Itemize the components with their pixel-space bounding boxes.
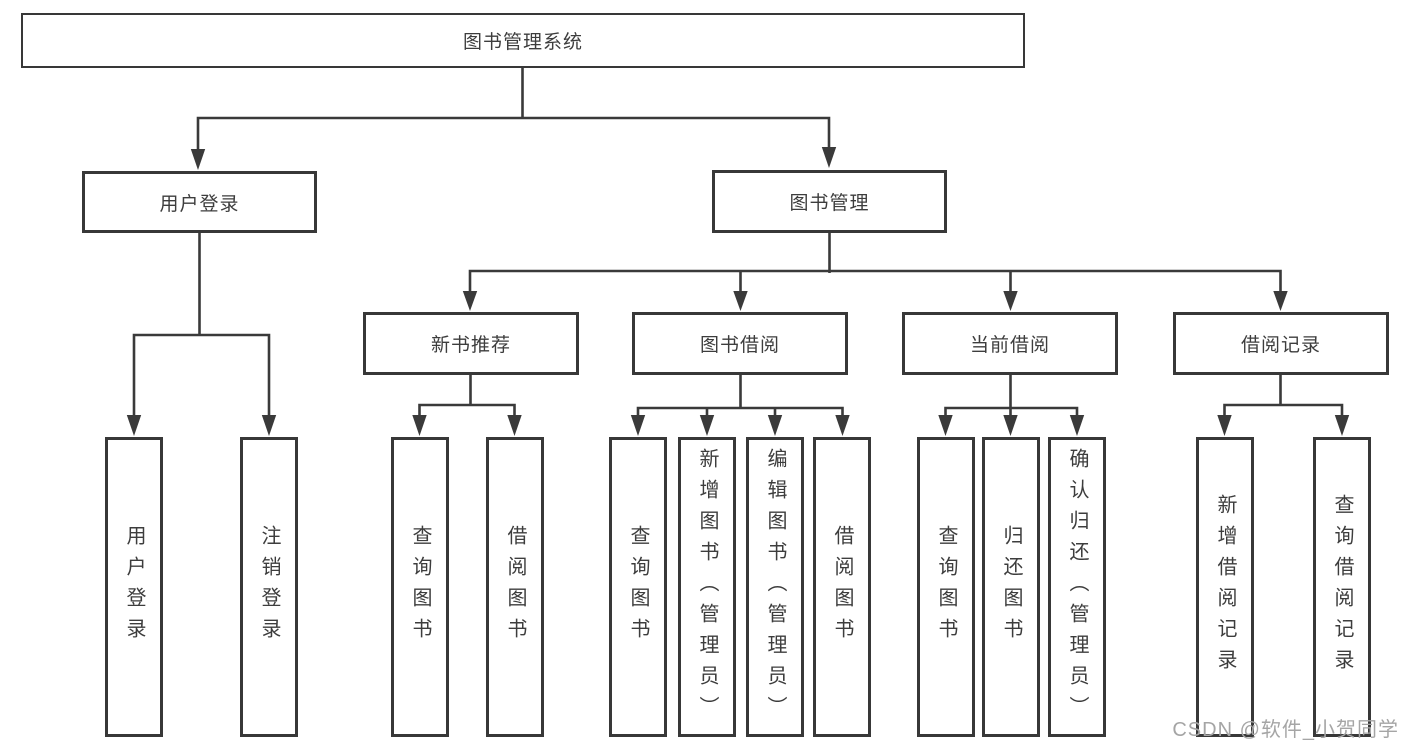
connector-book-borrow-to-leaves [630,373,850,436]
leaf-return-books: 归还图书 [982,437,1040,737]
node-borrow-record: 借阅记录 [1173,312,1389,375]
leaf-query-books-recommend: 查询图书 [391,437,449,737]
connector-borrow-record-to-leaves [1217,372,1350,436]
node-book-management: 图书管理 [712,170,947,233]
leaf-add-books-admin: 新增图书（管理员） [678,437,736,737]
connector-user-login-to-leaves [126,231,277,436]
leaf-query-books-current: 查询图书 [917,437,975,737]
leaf-confirm-return-admin: 确认归还（管理员） [1048,437,1106,737]
node-new-book-recommend: 新书推荐 [363,312,579,375]
leaf-user-login: 用户登录 [105,437,163,737]
leaf-edit-books-admin: 编辑图书（管理员） [746,437,804,737]
node-book-borrow: 图书借阅 [632,312,848,375]
leaf-logout: 注销登录 [240,437,298,737]
leaf-borrow-books-recommend: 借阅图书 [486,437,544,737]
node-root-system: 图书管理系统 [21,13,1025,68]
node-user-login: 用户登录 [82,171,317,233]
leaf-query-borrow-record: 查询借阅记录 [1313,437,1371,737]
connector-current-borrow-to-leaves [938,373,1085,436]
leaf-add-borrow-record: 新增借阅记录 [1196,437,1254,737]
leaf-query-books-borrow: 查询图书 [609,437,667,737]
connector-root-to-level2 [190,66,837,170]
connector-new-book-to-leaves [412,373,522,436]
leaf-borrow-books: 借阅图书 [813,437,871,737]
connector-book-management-to-level3 [462,231,1288,311]
node-current-borrow: 当前借阅 [902,312,1118,375]
